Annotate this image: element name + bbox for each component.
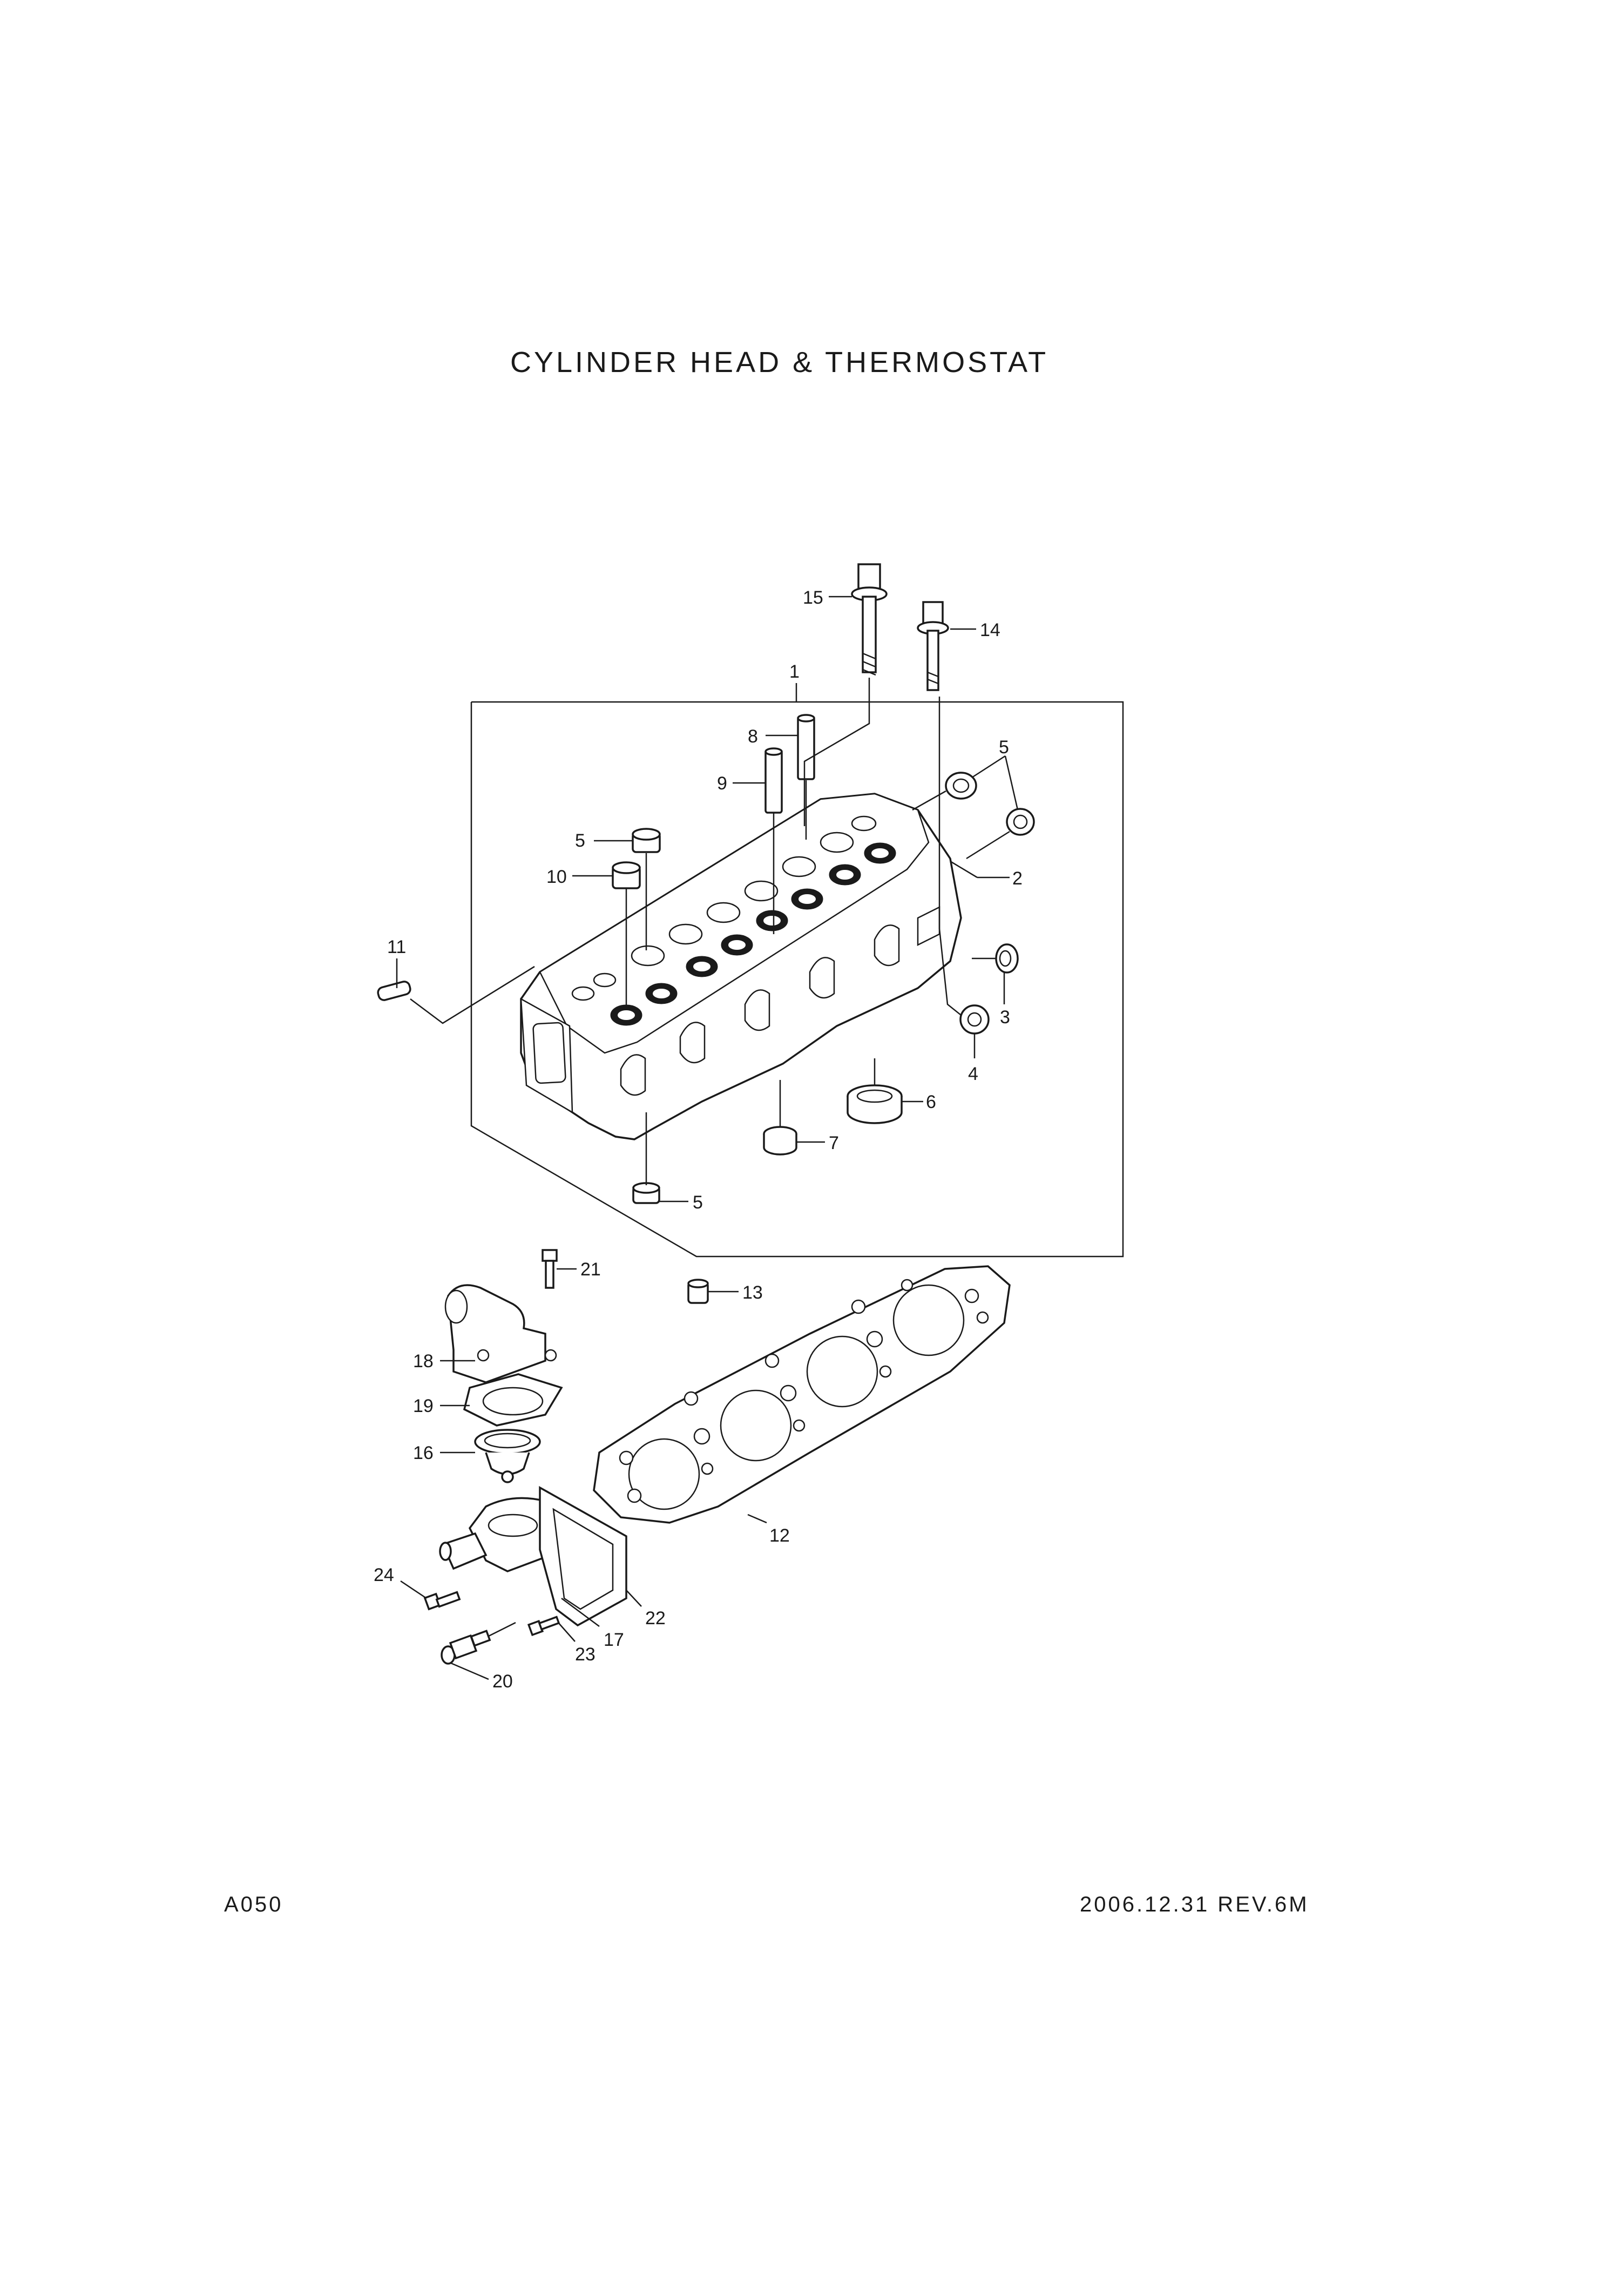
callout-18: 18: [413, 1351, 434, 1372]
assembly-frame: [470, 701, 1124, 1258]
outlet-gasket: [539, 1486, 627, 1627]
callout-19: 19: [413, 1396, 434, 1416]
callout-17: 17: [604, 1630, 624, 1650]
valve-guide-9: [764, 747, 783, 814]
plug-top-right-b: [1006, 808, 1035, 836]
callout-24: 24: [374, 1565, 394, 1585]
callout-21: 21: [580, 1259, 601, 1280]
bolt-24: [423, 1591, 461, 1611]
plug-top-right-a: [945, 772, 977, 800]
page-code: A050: [224, 1893, 283, 1916]
page-title: CYLINDER HEAD & THERMOSTAT: [510, 346, 1049, 379]
temperature-sensor: [441, 1630, 491, 1665]
valve-seats: [610, 842, 896, 1026]
plug-top-left: [632, 828, 661, 853]
cylinder-head: [520, 793, 962, 1140]
callout-14: 14: [980, 620, 1000, 640]
head-bolt-short: [917, 601, 949, 691]
callout-2: 2: [1012, 868, 1023, 889]
dowel-pin: [377, 981, 411, 1001]
callout-13: 13: [742, 1282, 763, 1303]
plug-4: [959, 1004, 990, 1035]
plug-13: [687, 1279, 709, 1304]
plug-bottom: [632, 1182, 660, 1204]
leader-lines: [396, 596, 1019, 1680]
callout-3: 3: [1000, 1007, 1010, 1028]
callout-4: 4: [968, 1064, 978, 1084]
seal-ring: [847, 1084, 903, 1124]
callout-8: 8: [748, 726, 758, 747]
valve-guide-8: [797, 714, 815, 780]
thermostat-housing: [444, 1284, 557, 1383]
callout-1: 1: [789, 661, 800, 682]
callout-11: 11: [387, 937, 406, 957]
callout-5-bottom: 5: [693, 1192, 703, 1213]
callout-23: 23: [575, 1644, 596, 1665]
callout-9: 9: [717, 773, 727, 794]
callout-5-top-right: 5: [999, 737, 1009, 758]
callout-numbers: 15 14 1 8 9 5 5 10 2 11 3 4 6 7 5 21 13 …: [374, 587, 1023, 1692]
thermostat: [474, 1429, 541, 1483]
nozzle-sleeve: [612, 861, 641, 889]
callout-16: 16: [413, 1443, 434, 1463]
callout-5-top-left: 5: [575, 830, 585, 851]
head-gasket: [593, 1265, 1011, 1524]
bolt-23: [527, 1616, 560, 1637]
callout-7: 7: [829, 1133, 839, 1153]
head-bores: [571, 815, 877, 1001]
plug-cap-3: [995, 943, 1019, 974]
callout-20: 20: [492, 1671, 513, 1692]
callout-6: 6: [926, 1092, 936, 1112]
callout-10: 10: [546, 867, 567, 887]
revision-label: 2006.12.31 REV.6M: [1080, 1893, 1309, 1916]
thermostat-gasket: [463, 1373, 563, 1427]
head-bolt-long: [851, 563, 888, 676]
bolt-21: [542, 1249, 558, 1289]
seal-ring-small: [763, 1126, 797, 1156]
callout-15: 15: [803, 587, 823, 608]
callout-22: 22: [645, 1608, 666, 1629]
side-ports: [620, 906, 940, 1096]
callout-12: 12: [769, 1525, 790, 1546]
